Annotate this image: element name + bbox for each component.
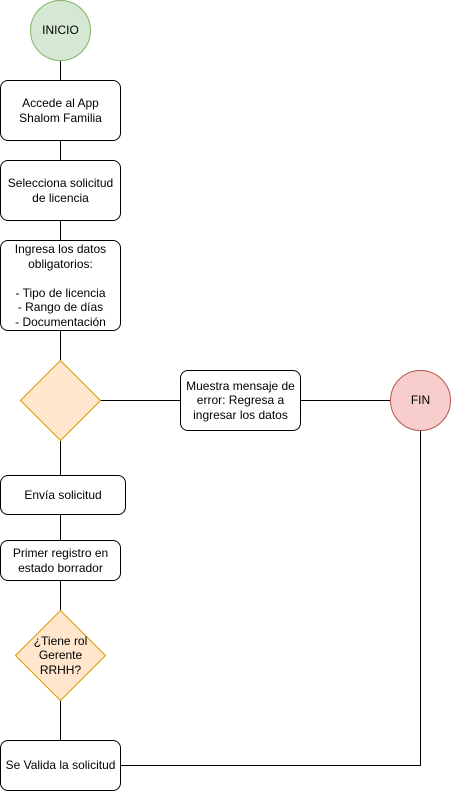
edge-validate-to-end (120, 430, 421, 766)
error-message-node: Muestra mensaje de error: Regresa a ingr… (180, 370, 301, 431)
step-enter-data: Ingresa los datos obligatorios: - Tipo d… (0, 240, 121, 331)
step-draft-record: Primer registro en estado borrador (0, 540, 121, 581)
step-validate-request: Se Valida la solicitud (0, 740, 121, 791)
step-access-app: Accede al App Shalom Familia (0, 80, 121, 141)
decision-data-valid (20, 360, 101, 441)
step-select-request: Selecciona solicitud de licencia (0, 160, 121, 221)
start-node: INICIO (30, 0, 91, 61)
decision-role-label: ¿Tiene rol Gerente RRHH? (33, 633, 88, 677)
decision-role-check: ¿Tiene rol Gerente RRHH? (15, 610, 106, 701)
decision-data-label (20, 360, 101, 441)
end-node: FIN (390, 370, 451, 431)
step-send-request: Envía solicitud (0, 475, 126, 515)
